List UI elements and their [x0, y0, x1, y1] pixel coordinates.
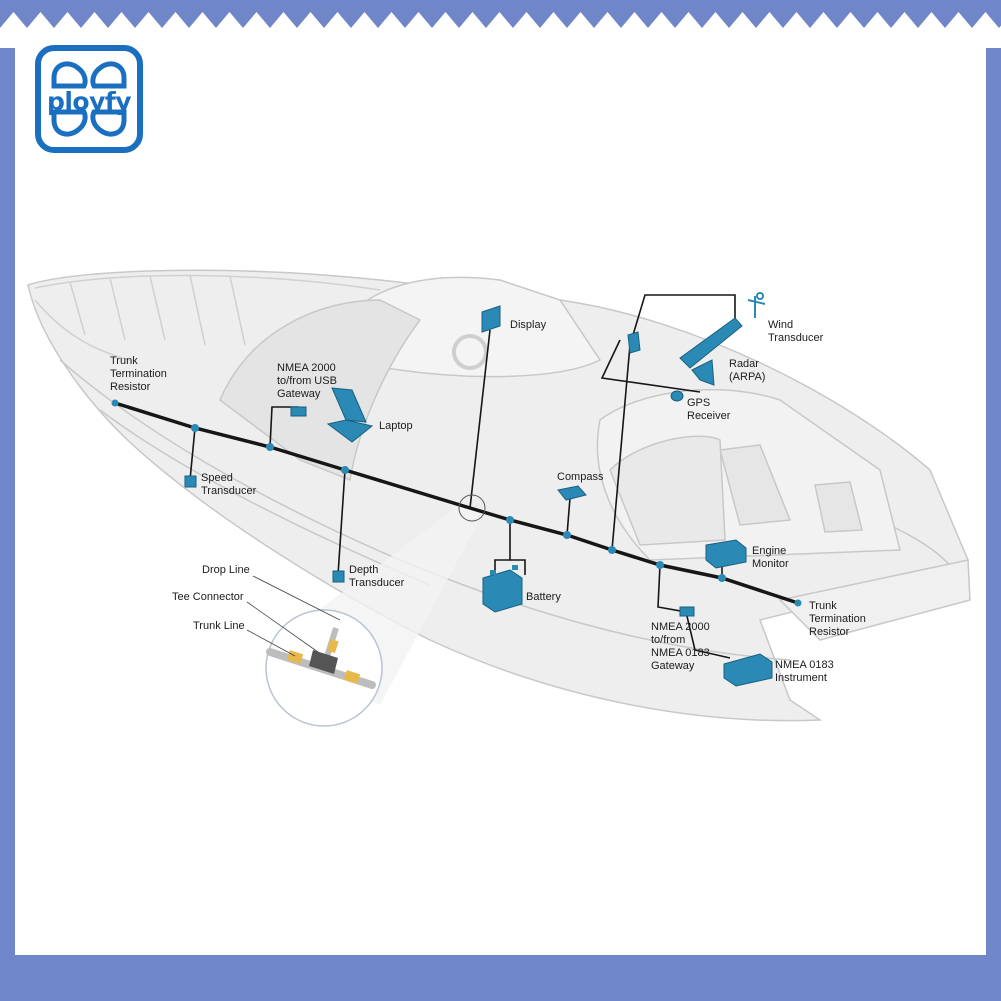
nmea0183-gateway-icon: [679, 606, 695, 617]
callout-leaders: [246, 575, 341, 657]
label-depth-transducer: Depth Transducer: [349, 564, 405, 589]
depth-transducer-icon: [332, 570, 345, 583]
label-speed-transducer: Speed Transducer: [201, 472, 257, 497]
tee-nodes: [111, 399, 802, 607]
boat-illustration: [27, 269, 971, 722]
label-trunk-termination-resistor-stern: Trunk Termination Resistor: [809, 600, 866, 638]
label-battery: Battery: [526, 591, 561, 603]
zoom-ring: [458, 494, 486, 522]
label-tee-connector: Tee Connector: [172, 591, 244, 603]
label-nmea2000-usb-gateway: NMEA 2000 to/from USB Gateway: [277, 362, 337, 400]
label-nmea2000-0183-gateway: NMEA 2000 to/from NMEA 0183 Gateway: [651, 621, 710, 672]
label-drop-line: Drop Line: [202, 564, 250, 576]
label-nmea0183-instrument: NMEA 0183 Instrument: [775, 659, 834, 684]
radar-unit-icon: [627, 331, 641, 354]
logo-text: ployfy: [46, 87, 132, 116]
connector-callout: [265, 609, 383, 727]
display-icon: [481, 305, 501, 333]
usb-gateway-icon: [290, 406, 307, 417]
engine-monitor-icon: [705, 539, 747, 569]
label-trunk-termination-resistor-bow: Trunk Termination Resistor: [110, 355, 167, 393]
label-trunk-line: Trunk Line: [193, 620, 245, 632]
radar-icon: [679, 317, 743, 386]
label-laptop: Laptop: [379, 420, 413, 432]
brand-logo: ployfy: [34, 44, 144, 154]
battery-icon: [482, 565, 523, 613]
laptop-icon: [326, 387, 374, 443]
drop-lines: [189, 294, 736, 659]
label-radar: Radar (ARPA): [729, 358, 766, 383]
label-display: Display: [510, 319, 547, 331]
compass-icon: [557, 485, 587, 501]
label-engine-monitor: Engine Monitor: [752, 545, 789, 570]
nmea0183-instrument-icon: [723, 653, 773, 687]
label-wind-transducer: Wind Transducer: [768, 319, 824, 344]
speed-transducer-icon: [184, 475, 197, 488]
gps-receiver-icon: [670, 390, 684, 402]
label-compass: Compass: [557, 471, 604, 483]
logo-mark-icon: [35, 45, 143, 153]
label-gps-receiver: GPS Receiver: [687, 397, 731, 422]
wind-transducer-icon: [747, 292, 766, 318]
